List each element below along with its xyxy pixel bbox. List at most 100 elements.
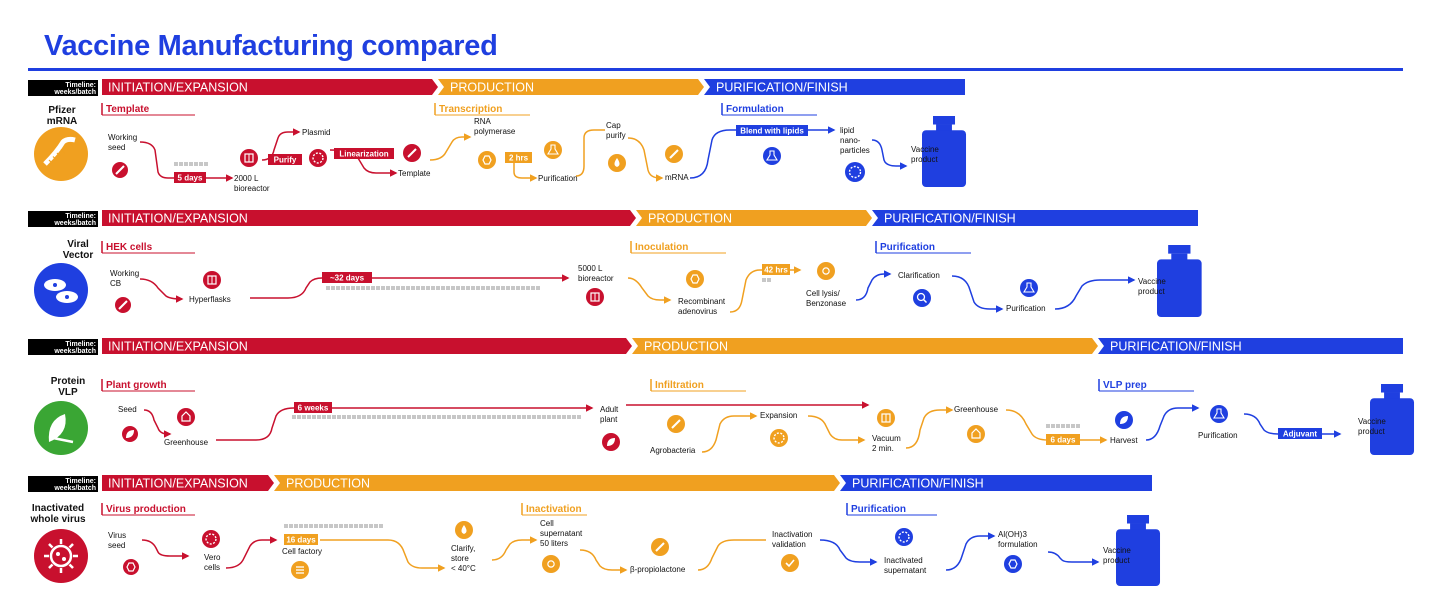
svg-text:42 hrs: 42 hrs — [764, 266, 788, 275]
protein-vlp-harvest-label: Harvest — [1110, 436, 1138, 445]
protein-vlp-seed-label: Seed — [118, 405, 137, 414]
protein-vlp-badge-adjuvant: Adjuvant — [1278, 428, 1322, 439]
protein-vlp-phase-0: INITIATION/EXPANSION — [102, 338, 632, 354]
svg-text:PURIFICATION/FINISH: PURIFICATION/FINISH — [716, 81, 848, 95]
viral-vector-p2 — [250, 274, 570, 299]
inactivated-virus-inactivated-node — [895, 528, 913, 546]
protein-vlp-agro-node — [667, 415, 685, 433]
viral-vector-clarification-node — [913, 289, 931, 307]
inactivated-virus-phase-0: INITIATION/EXPANSION — [102, 475, 274, 491]
svg-text:5 days: 5 days — [178, 174, 203, 183]
viral-vector-timeline-bar — [326, 286, 540, 290]
protein-vlp-p1 — [143, 409, 172, 438]
svg-text:Plant growth: Plant growth — [106, 380, 167, 391]
inactivated-virus-vero-node — [202, 530, 220, 548]
viral-vector-p5 — [855, 270, 892, 301]
pfizer-mrna-badge-lipids: Blend with lipids — [736, 125, 808, 136]
pfizer-mrna-badge-days: 5 days — [174, 172, 206, 183]
pfizer-mrna-template-label: Template — [398, 169, 431, 178]
protein-vlp-section-infiltration: Infiltration — [650, 379, 746, 392]
inactivated-virus-clarify-node — [455, 521, 473, 539]
viral-vector-hrs-bar — [762, 278, 771, 282]
inactivated-virus-p3 — [320, 539, 446, 572]
protein-vlp-p9 — [1243, 413, 1342, 438]
svg-text:PRODUCTION: PRODUCTION — [286, 477, 370, 491]
pfizer-mrna-phase-1: PRODUCTION — [438, 79, 704, 95]
protein-vlp-p7 — [1005, 409, 1108, 444]
viral-vector-purif-node — [1020, 279, 1038, 297]
viral-vector-timeline-tag: Timeline:weeks/batch — [28, 211, 98, 227]
protein-vlp-vacuum-node — [877, 409, 895, 427]
pfizer-mrna-p5 — [513, 162, 538, 182]
svg-text:Virus production: Virus production — [106, 504, 186, 515]
protein-vlp-p8 — [1145, 404, 1200, 441]
pfizer-mrna-vaccine-bottle — [922, 116, 967, 187]
svg-text:16 days: 16 days — [286, 536, 316, 545]
viral-vector-p4 — [729, 266, 802, 313]
inactivated-virus-aloh3-node — [1004, 555, 1022, 573]
protein-vlp-days-bar — [1046, 424, 1080, 428]
protein-vlp-greenhouse2-node — [967, 425, 985, 443]
protein-vlp-agrobacteria-label: Agrobacteria — [650, 446, 696, 455]
inactivated-virus-p4 — [491, 536, 538, 561]
svg-text:INITIATION/EXPANSION: INITIATION/EXPANSION — [108, 477, 248, 491]
pfizer-mrna-plasmid-label: Plasmid — [302, 128, 330, 137]
svg-text:Purification: Purification — [851, 504, 906, 515]
protein-vlp-timeline-bar — [292, 415, 581, 419]
svg-text:PURIFICATION/FINISH: PURIFICATION/FINISH — [1110, 340, 1242, 354]
svg-text:PURIFICATION/FINISH: PURIFICATION/FINISH — [884, 212, 1016, 226]
viral-vector-purification-label: Purification — [1006, 304, 1046, 313]
protein-vlp-p6 — [905, 406, 954, 449]
viral-vector-section-inoculation: Inoculation — [630, 241, 726, 254]
plant-leaf-icon — [34, 401, 88, 455]
viral-vector-cb-node — [115, 297, 131, 313]
inactivated-virus-p8 — [945, 532, 996, 571]
pfizer-mrna-bioreactor-node — [240, 149, 258, 167]
inactivated-virus-phase-2: PURIFICATION/FINISH — [840, 475, 1152, 491]
inactivated-virus-factory-node — [291, 561, 309, 579]
inactivated-virus-section-virus: Virus production — [101, 503, 195, 516]
inactivated-virus-badge-days: 16 days — [284, 534, 318, 545]
svg-text:INITIATION/EXPANSION: INITIATION/EXPANSION — [108, 340, 248, 354]
pfizer-mrna-badge-hrs: 2 hrs — [505, 152, 532, 163]
pfizer-mrna-phase-0: INITIATION/EXPANSION — [102, 79, 438, 95]
protein-vlp-plant-node — [602, 433, 620, 451]
viral-vector-hyperflask-node — [203, 271, 221, 289]
svg-text:Timeline:weeks/batch: Timeline:weeks/batch — [53, 478, 96, 492]
svg-text:VLP prep: VLP prep — [1103, 380, 1147, 391]
viral-vector-lysis-label: Cell lysis/Benzonase — [806, 289, 847, 308]
protein-vlp-phase-2: PURIFICATION/FINISH — [1098, 338, 1403, 354]
viral-vector-badge-hrs: 42 hrs — [762, 264, 790, 275]
viral-vector-p7 — [1054, 276, 1136, 310]
pfizer-mrna-p6 — [575, 129, 605, 177]
flow-lines — [139, 126, 1342, 574]
viral-vector-section-purification: Purification — [875, 241, 971, 254]
pfizer-mrna-template-node — [403, 144, 421, 162]
pfizer-mrna-section-transcription: Transcription — [434, 103, 530, 116]
inactivated-virus-p2 — [225, 536, 278, 569]
pfizer-mrna-purification-node — [544, 141, 562, 159]
adenovirus-vector-icon — [34, 263, 88, 317]
inactivated-virus-section-purification: Purification — [846, 503, 937, 516]
pfizer-mrna-badge-purify: Purify — [268, 154, 302, 165]
svg-text:Inactivation: Inactivation — [526, 504, 582, 515]
pfizer-mrna-mrna-node — [665, 145, 683, 163]
protein-vlp-section-plant: Plant growth — [101, 379, 195, 392]
pfizer-mrna-seed-node — [112, 162, 128, 178]
pfizer-mrna-purification-label: Purification — [538, 174, 578, 183]
viral-vector-phase-0: INITIATION/EXPANSION — [102, 210, 636, 226]
inactivated-virus-timeline-bar — [284, 524, 383, 528]
svg-text:Timeline:weeks/batch: Timeline:weeks/batch — [53, 82, 96, 96]
